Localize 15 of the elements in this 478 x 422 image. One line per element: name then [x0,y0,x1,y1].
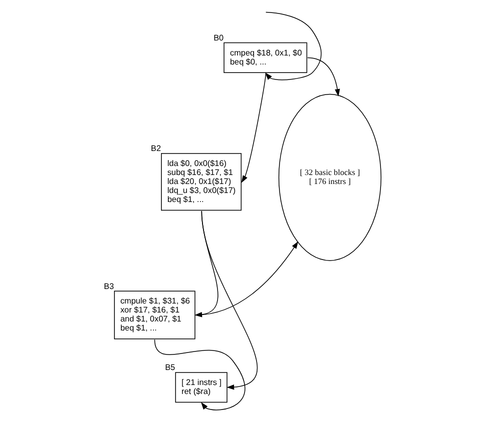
arrow [240,72,272,183]
arrow [154,339,245,410]
node-box: cmpule $1, $31, $6 xor $17, $16, $1 and $1, 0x07, $1 beq $1, ... [114,290,195,340]
node-box: [ 21 instrs ] ret ($ra) [174,372,227,403]
node-label: B2 [150,144,160,154]
node-ellipse: [ 32 basic blocks ] [ 176 instrs ] [278,94,381,261]
node-label: B5 [164,363,175,372]
node-label: B0 [213,33,224,42]
arrow [194,241,298,316]
node-box: lda $0, 0x0($16) subq $16, $17, $1 lda $20, 0x1($17) ldq_u $3, 0x0($17) beq $1, ... [160,153,242,211]
node-box: cmpeq $18, 0x1, $0 beq $0, ... [223,42,307,73]
arrow [264,12,322,80]
arrow [200,210,258,390]
node-label: B3 [103,282,114,291]
arrow [306,57,340,96]
